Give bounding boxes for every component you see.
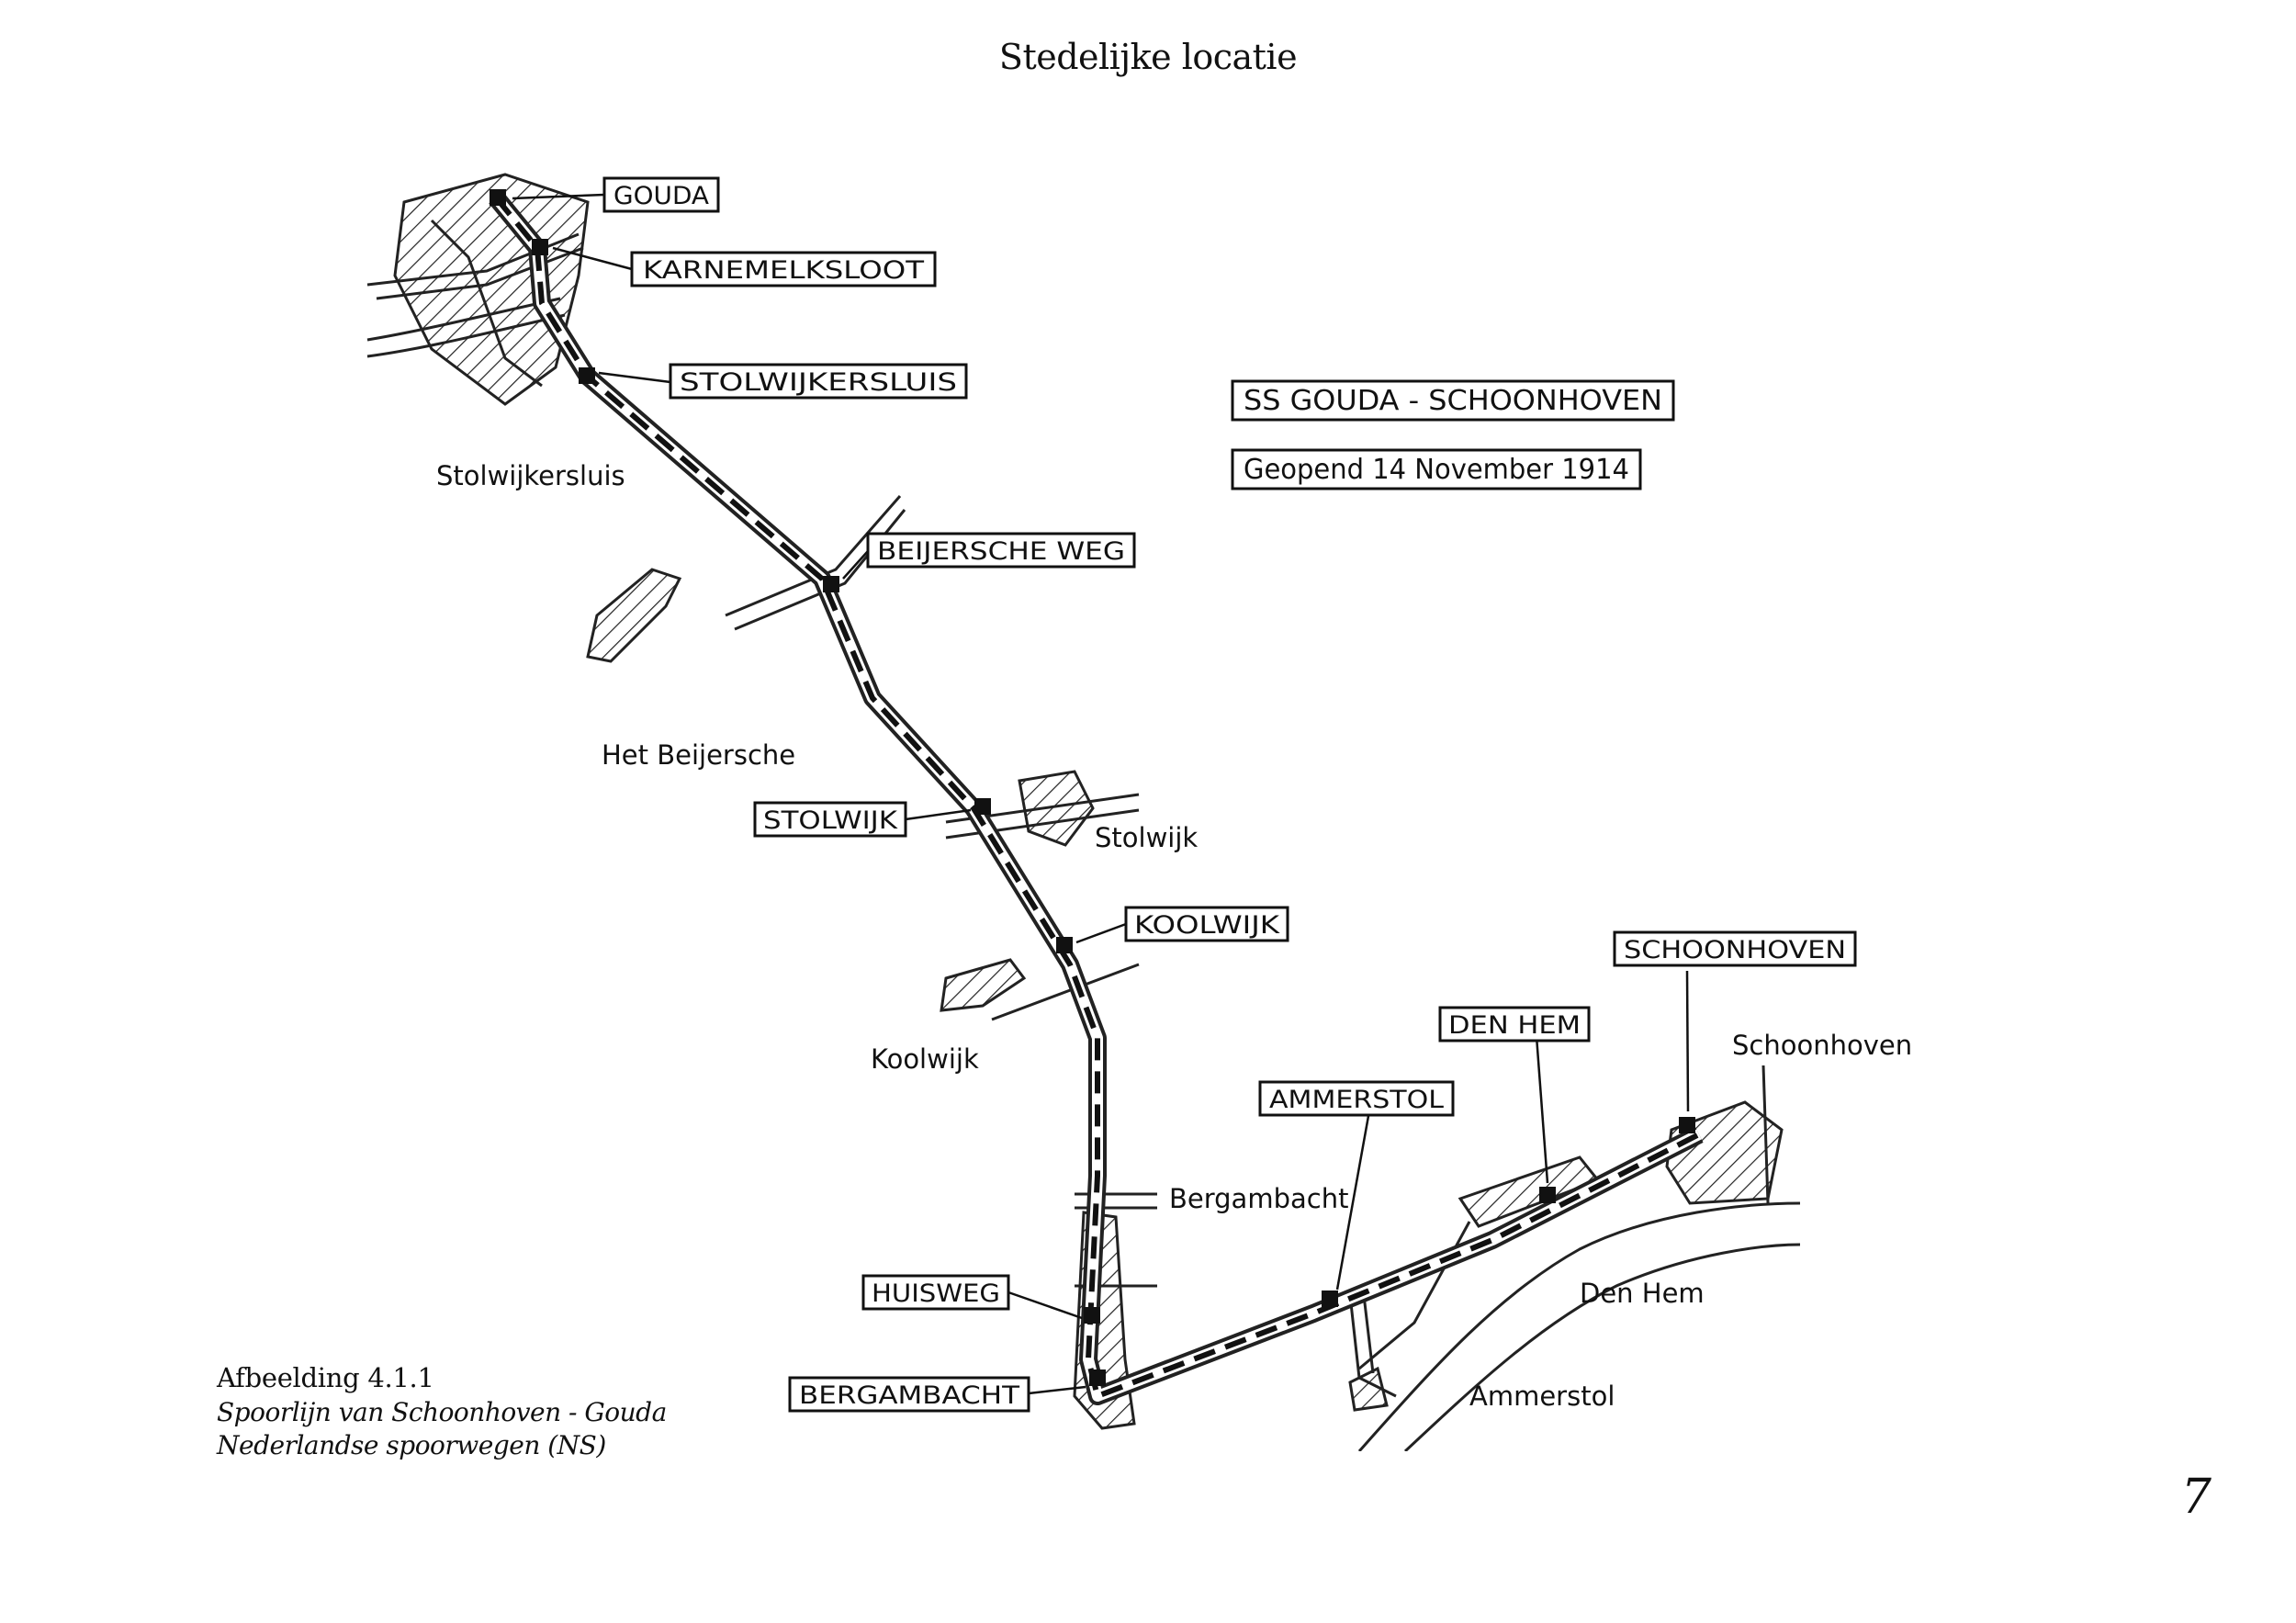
label-box-stolwijk <box>753 801 907 838</box>
figure-caption: Afbeelding 4.1.1 Spoorlijn van Schoonhov… <box>217 1361 667 1462</box>
station-label-huisweg: HUISWEG <box>872 1279 1000 1308</box>
page-header: Stedelijke locatie <box>998 37 1298 77</box>
station-marker <box>974 798 991 815</box>
station-label-den-hem: DEN HEM <box>1448 1011 1581 1040</box>
label-box-beijersche-weg <box>866 532 1136 569</box>
gouda-area <box>393 173 590 406</box>
station-label-stolwijk: STOLWIJK <box>763 806 898 835</box>
station-label-beijersche-weg: BEIJERSCHE WEG <box>877 537 1125 566</box>
place-ammerstol: Ammerstol <box>1469 1381 1615 1412</box>
title-box <box>1231 379 1675 422</box>
place-den-hem: Den Hem <box>1580 1278 1705 1309</box>
station-label-stolwijkersluis: STOLWIJKERSLUIS <box>680 368 957 397</box>
station-marker <box>1084 1307 1100 1324</box>
label-box-bergambacht <box>788 1376 1030 1413</box>
label-box-ammerstol <box>1258 1080 1455 1117</box>
map-opened-date: Geopend 14 November 1914 <box>1244 454 1629 486</box>
station-marker <box>1539 1187 1556 1203</box>
caption-title: Afbeelding 4.1.1 <box>217 1362 434 1393</box>
map-title: SS GOUDA - SCHOONHOVEN <box>1244 385 1662 417</box>
station-marker <box>823 576 839 592</box>
station-marker <box>1056 937 1073 953</box>
roads <box>366 219 1770 1398</box>
label-box-karnemelksloot <box>630 251 937 287</box>
station-label-ammerstol: AMMERSTOL <box>1269 1086 1444 1114</box>
label-box-stolwijkersluis <box>669 363 968 400</box>
station-label-koolwijk: KOOLWIJK <box>1134 911 1281 940</box>
het-beijersche-area <box>586 568 682 663</box>
river <box>366 297 1801 1451</box>
caption-description: Spoorlijn van Schoonhoven - Gouda <box>217 1396 667 1427</box>
place-het-beijersche: Het Beijersche <box>602 739 795 771</box>
station-label-karnemelksloot: KARNEMELKSLOOT <box>643 256 925 285</box>
place-stolwijk: Stolwijk <box>1095 822 1198 853</box>
station-markers <box>490 189 1695 1386</box>
railway-map-drawing: GOUDA KARNEMELKSLOOT STOLWIJKERSLUIS BEI… <box>366 173 1912 1451</box>
label-box-huisweg <box>861 1274 1010 1311</box>
station-label-bergambacht: BERGAMBACHT <box>799 1381 1020 1410</box>
caption-source: Nederlandse spoorwegen (NS) <box>217 1430 606 1461</box>
place-koolwijk: Koolwijk <box>871 1043 979 1075</box>
station-marker <box>1089 1369 1106 1386</box>
station-label-schoonhoven: SCHOONHOVEN <box>1624 936 1846 964</box>
station-marker <box>532 239 548 255</box>
koolwijk-area <box>940 958 1027 1012</box>
station-marker <box>579 367 595 384</box>
railway-line <box>489 191 1704 1405</box>
opened-box <box>1231 448 1642 490</box>
label-box-den-hem <box>1438 1006 1591 1043</box>
place-schoonhoven: Schoonhoven <box>1732 1030 1912 1061</box>
place-stolwijkersluis: Stolwijkersluis <box>436 460 625 491</box>
station-marker <box>1679 1117 1695 1133</box>
place-bergambacht: Bergambacht <box>1169 1183 1348 1214</box>
station-marker <box>1322 1291 1338 1307</box>
station-label-boxes <box>602 176 1857 1413</box>
label-box-koolwijk <box>1124 906 1289 942</box>
leader-arrows <box>512 193 1690 1395</box>
stolwijk-area <box>1018 770 1095 847</box>
station-label-gouda: GOUDA <box>613 182 710 210</box>
label-box-gouda <box>602 176 720 213</box>
station-marker <box>490 189 506 206</box>
railway-map: GOUDA KARNEMELKSLOOT STOLWIJKERSLUIS BEI… <box>349 147 1947 1451</box>
label-box-schoonhoven <box>1613 930 1857 967</box>
page-number: 7 <box>2180 1470 2212 1525</box>
